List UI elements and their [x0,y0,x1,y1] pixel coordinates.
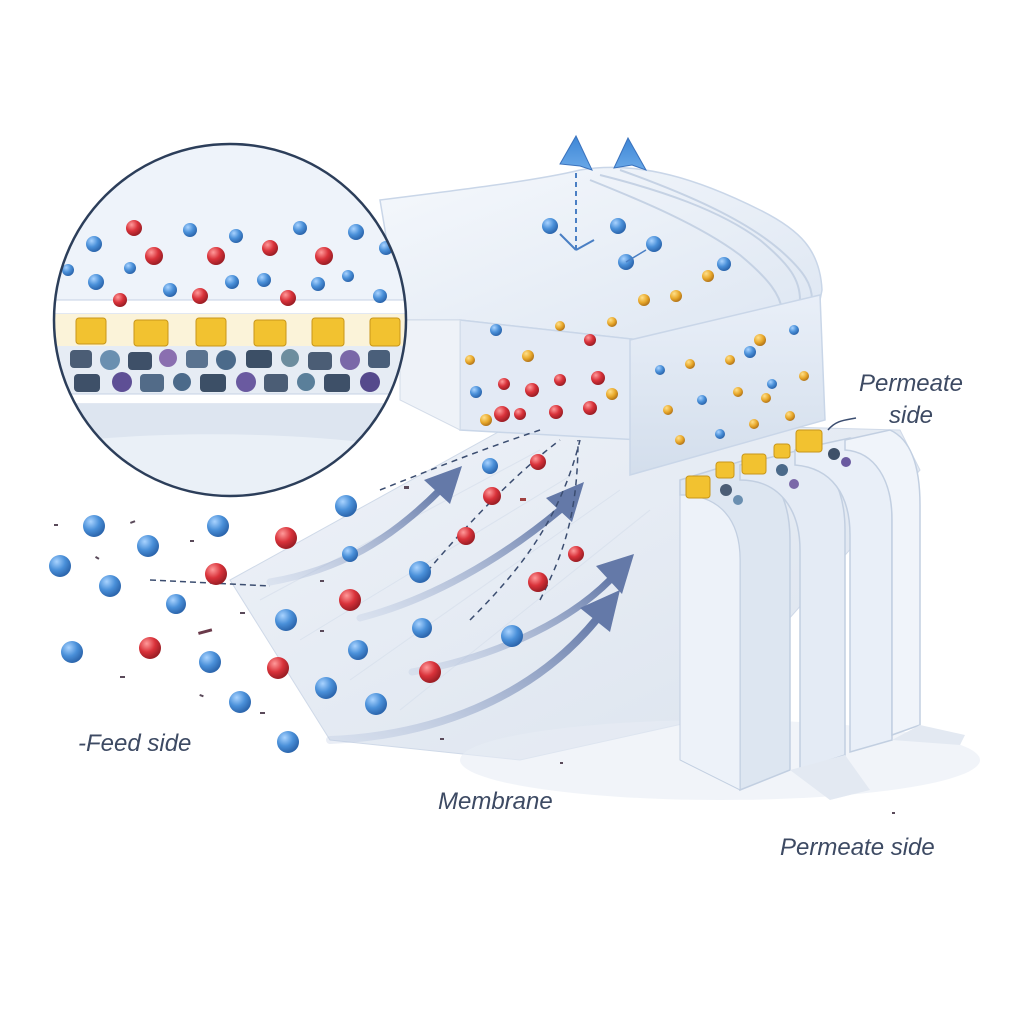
fin-cubes [685,429,851,505]
feed-side-label: -Feed side [78,730,192,757]
debris-specks [54,486,895,814]
permeate-side-label-right-line2: side [888,402,934,429]
permeate-pointer-line [827,417,857,431]
up-arrow-icon [542,134,731,271]
inset-molecules [62,220,393,307]
membrane-molecules [465,270,809,445]
permeate-side-label-bottom: Permeate side [780,834,935,861]
membrane-label: Membrane [438,788,553,815]
membrane-top-surface [379,166,823,341]
membrane-fins [679,429,965,800]
support-layer-particles [70,349,390,392]
active-layer-cubes [75,317,401,347]
zoom-inset [52,142,408,498]
permeate-side-label-right: Permeate side [846,368,976,432]
feed-molecules [49,406,584,753]
permeate-side-label-right-line1: Permeate [858,370,964,397]
